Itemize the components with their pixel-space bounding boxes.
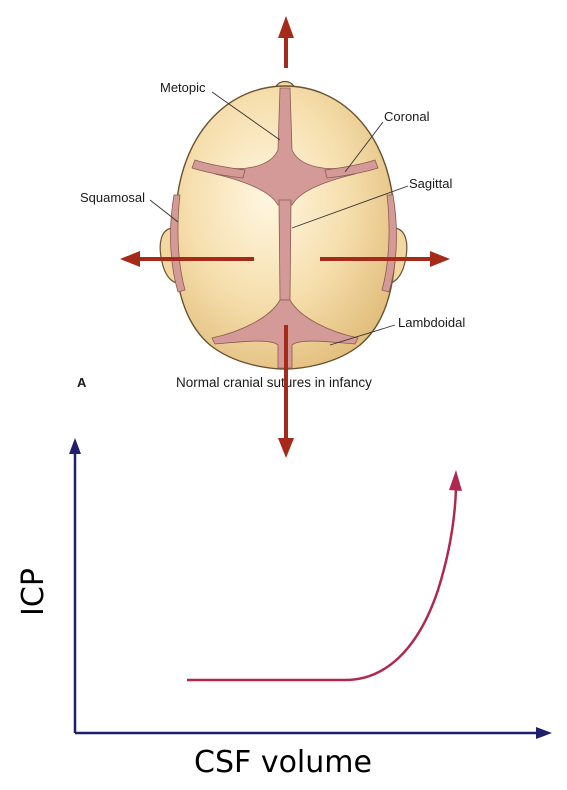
diagram-caption: Normal cranial sutures in infancy xyxy=(176,375,372,390)
arrow-up-head xyxy=(278,16,294,38)
x-axis-title: CSF volume xyxy=(194,745,372,780)
label-lambdoidal: Lambdoidal xyxy=(398,315,465,330)
x-axis-arrowhead xyxy=(536,727,552,739)
squamosal-suture-right xyxy=(381,194,397,293)
coronal-suture-right xyxy=(324,159,379,179)
label-sagittal: Sagittal xyxy=(409,176,452,191)
curve-arrowhead xyxy=(449,470,462,491)
leader-lines xyxy=(149,91,409,346)
panel-letter: A xyxy=(77,375,87,390)
coronal-suture-left xyxy=(191,159,246,179)
skull-diagram: Metopic Coronal Sagittal Squamosal Lambd… xyxy=(77,80,465,390)
label-squamosal: Squamosal xyxy=(80,190,145,205)
label-metopic: Metopic xyxy=(160,80,206,95)
y-axis-arrowhead xyxy=(69,438,81,454)
icp-graph: CSF volume ICP xyxy=(16,438,552,780)
leader-sagittal xyxy=(291,185,409,229)
metopic-suture xyxy=(214,87,356,206)
pressure-volume-curve xyxy=(187,487,458,682)
y-axis-title: ICP xyxy=(16,568,51,616)
arrow-right-head xyxy=(430,251,450,267)
arrow-down-head xyxy=(278,438,294,458)
expansion-arrows xyxy=(120,16,450,458)
leader-metopic xyxy=(211,91,281,141)
arrow-left-head xyxy=(120,251,140,267)
leader-coronal xyxy=(344,121,384,173)
leader-lambdoidal xyxy=(329,324,396,346)
leader-squamosal xyxy=(149,199,179,223)
label-coronal: Coronal xyxy=(384,109,430,124)
sagittal-suture xyxy=(278,199,292,301)
